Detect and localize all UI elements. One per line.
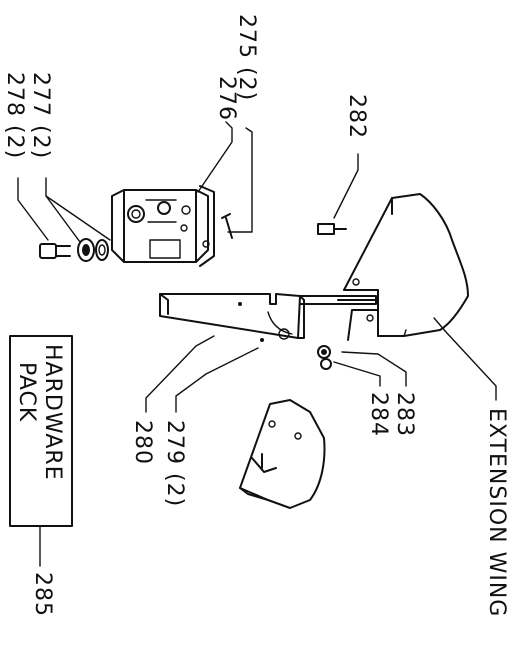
extension-wing xyxy=(337,193,469,341)
screw-275 xyxy=(221,213,233,239)
callout-276: 276 xyxy=(214,76,239,121)
hardware-pack-box: HARDWARE PACK xyxy=(9,335,73,527)
control-box xyxy=(111,185,215,267)
hardware-pack-line1: HARDWARE xyxy=(40,344,65,481)
callout-278: 278 (2) xyxy=(2,72,27,159)
callout-275: 275 (2) xyxy=(234,14,259,101)
mounting-bracket xyxy=(159,293,377,342)
washer-nut xyxy=(317,345,332,370)
leader-lines xyxy=(17,121,497,567)
callout-283: 283 xyxy=(392,392,417,437)
callout-282: 282 xyxy=(344,94,369,139)
hardware-pack-line2: PACK xyxy=(14,362,39,422)
extension-wing-lower xyxy=(239,399,326,509)
knob-and-nut xyxy=(39,238,109,262)
callout-extension-wing: EXTENSION WING xyxy=(484,408,509,617)
callout-284: 284 xyxy=(366,392,391,437)
callout-277: 277 (2) xyxy=(28,72,53,159)
callout-285: 285 xyxy=(30,572,55,617)
bolt-282 xyxy=(317,223,347,235)
callout-280: 280 xyxy=(130,420,155,465)
callout-279: 279 (2) xyxy=(162,420,187,507)
